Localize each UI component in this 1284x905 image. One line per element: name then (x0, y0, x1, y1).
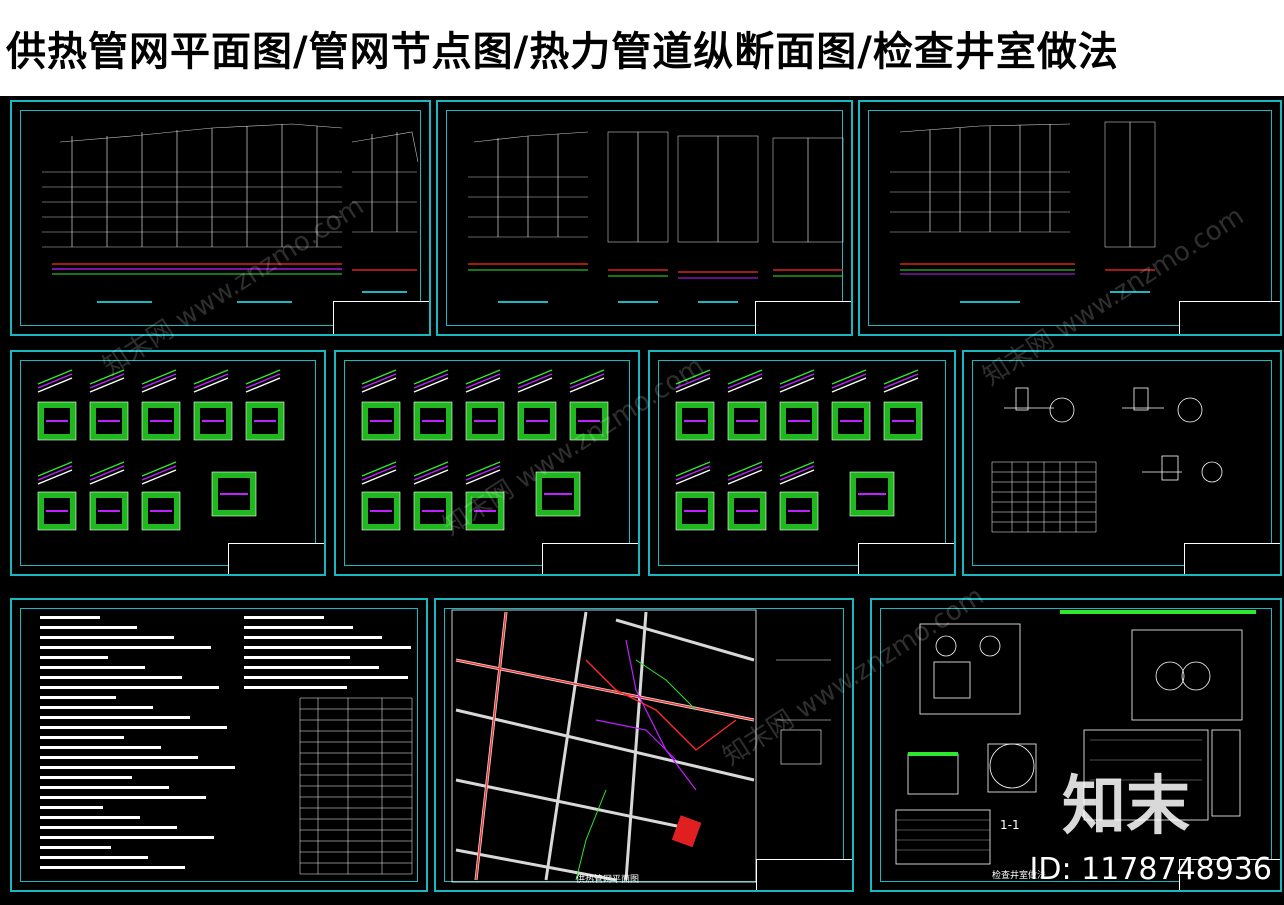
isometric-node (361, 369, 397, 393)
section-sheet-3 (858, 100, 1282, 336)
node-detail (361, 491, 401, 531)
isometric-node (141, 369, 177, 393)
site-plan-sheet: 供热管网平面图 (434, 598, 854, 892)
well-drawing (895, 610, 1256, 865)
site-plan-drawing (451, 609, 831, 883)
node-detail (193, 401, 233, 441)
node-detail (37, 401, 77, 441)
isometric-node (413, 369, 449, 393)
node-sheet-1 (10, 350, 326, 576)
isometric-node (517, 369, 553, 393)
isometric-node (465, 369, 501, 393)
isometric-node (245, 369, 281, 393)
node-detail (465, 491, 505, 531)
isometric-node (465, 461, 501, 485)
node-detail (211, 471, 257, 517)
isometric-node (141, 461, 177, 485)
node-detail (727, 401, 767, 441)
isometric-node (883, 369, 919, 393)
node-drawing-2 (361, 369, 609, 531)
title-block (228, 543, 324, 574)
node-detail (517, 401, 557, 441)
title-block (1179, 859, 1280, 890)
node-drawing-1 (37, 369, 285, 531)
title-block (858, 543, 954, 574)
well-caption: 检查井室做法 (992, 871, 1047, 881)
node-detail (569, 401, 609, 441)
node-detail (37, 491, 77, 531)
title-block (333, 301, 429, 334)
node-detail (413, 401, 453, 441)
title-block (1184, 543, 1280, 574)
site-plan-caption: 供热管网平面图 (576, 875, 640, 885)
isometric-node (779, 369, 815, 393)
section-label: 1-1 (1000, 818, 1020, 832)
node-detail (779, 491, 819, 531)
title-block (755, 301, 851, 334)
node-detail (727, 491, 767, 531)
node-detail (779, 401, 819, 441)
node-detail (675, 491, 715, 531)
notes-sheet (10, 598, 428, 892)
section-sheet-1 (10, 100, 431, 336)
section-drawing-1 (42, 123, 419, 303)
isometric-node (193, 369, 229, 393)
isometric-node (89, 369, 125, 393)
section-sheet-2 (436, 100, 853, 336)
resource-id: ID: 1178748936 (1029, 852, 1272, 887)
node-detail (535, 471, 581, 517)
node-detail (675, 401, 715, 441)
node-drawing-3 (675, 369, 923, 531)
node-detail (465, 401, 505, 441)
brand-logo: 知末 (1062, 770, 1190, 844)
isometric-node (413, 461, 449, 485)
isometric-node (727, 369, 763, 393)
node-detail (413, 491, 453, 531)
isometric-node (831, 369, 867, 393)
node-detail (831, 401, 871, 441)
node-detail (141, 491, 181, 531)
section-drawing-2 (468, 131, 844, 303)
isometric-node (675, 369, 711, 393)
well-sheet: 1-1 检查井室做法 (870, 598, 1282, 892)
fitting-sheet (962, 350, 1282, 576)
node-detail (141, 401, 181, 441)
page-title: 供热管网平面图/管网节点图/热力管道纵断面图/检查井室做法 (0, 0, 1284, 96)
title-block (1179, 301, 1280, 334)
isometric-node (37, 369, 73, 393)
isometric-node (779, 461, 815, 485)
drawing-canvas: 供热管网平面图 1-1 检查井室做法 知末网 (0, 96, 1284, 905)
isometric-node (361, 461, 397, 485)
node-detail (361, 401, 401, 441)
node-detail (883, 401, 923, 441)
node-detail (245, 401, 285, 441)
node-sheet-3 (648, 350, 956, 576)
node-detail (89, 401, 129, 441)
notes-drawing (40, 616, 413, 875)
section-drawing-3 (890, 121, 1156, 303)
title-block (542, 543, 638, 574)
node-sheet-2 (334, 350, 640, 576)
isometric-node (89, 461, 125, 485)
isometric-node (37, 461, 73, 485)
fitting-drawing (991, 387, 1223, 533)
isometric-node (727, 461, 763, 485)
node-detail (89, 491, 129, 531)
node-detail (849, 471, 895, 517)
title-block (756, 859, 852, 890)
isometric-node (675, 461, 711, 485)
isometric-node (569, 369, 605, 393)
